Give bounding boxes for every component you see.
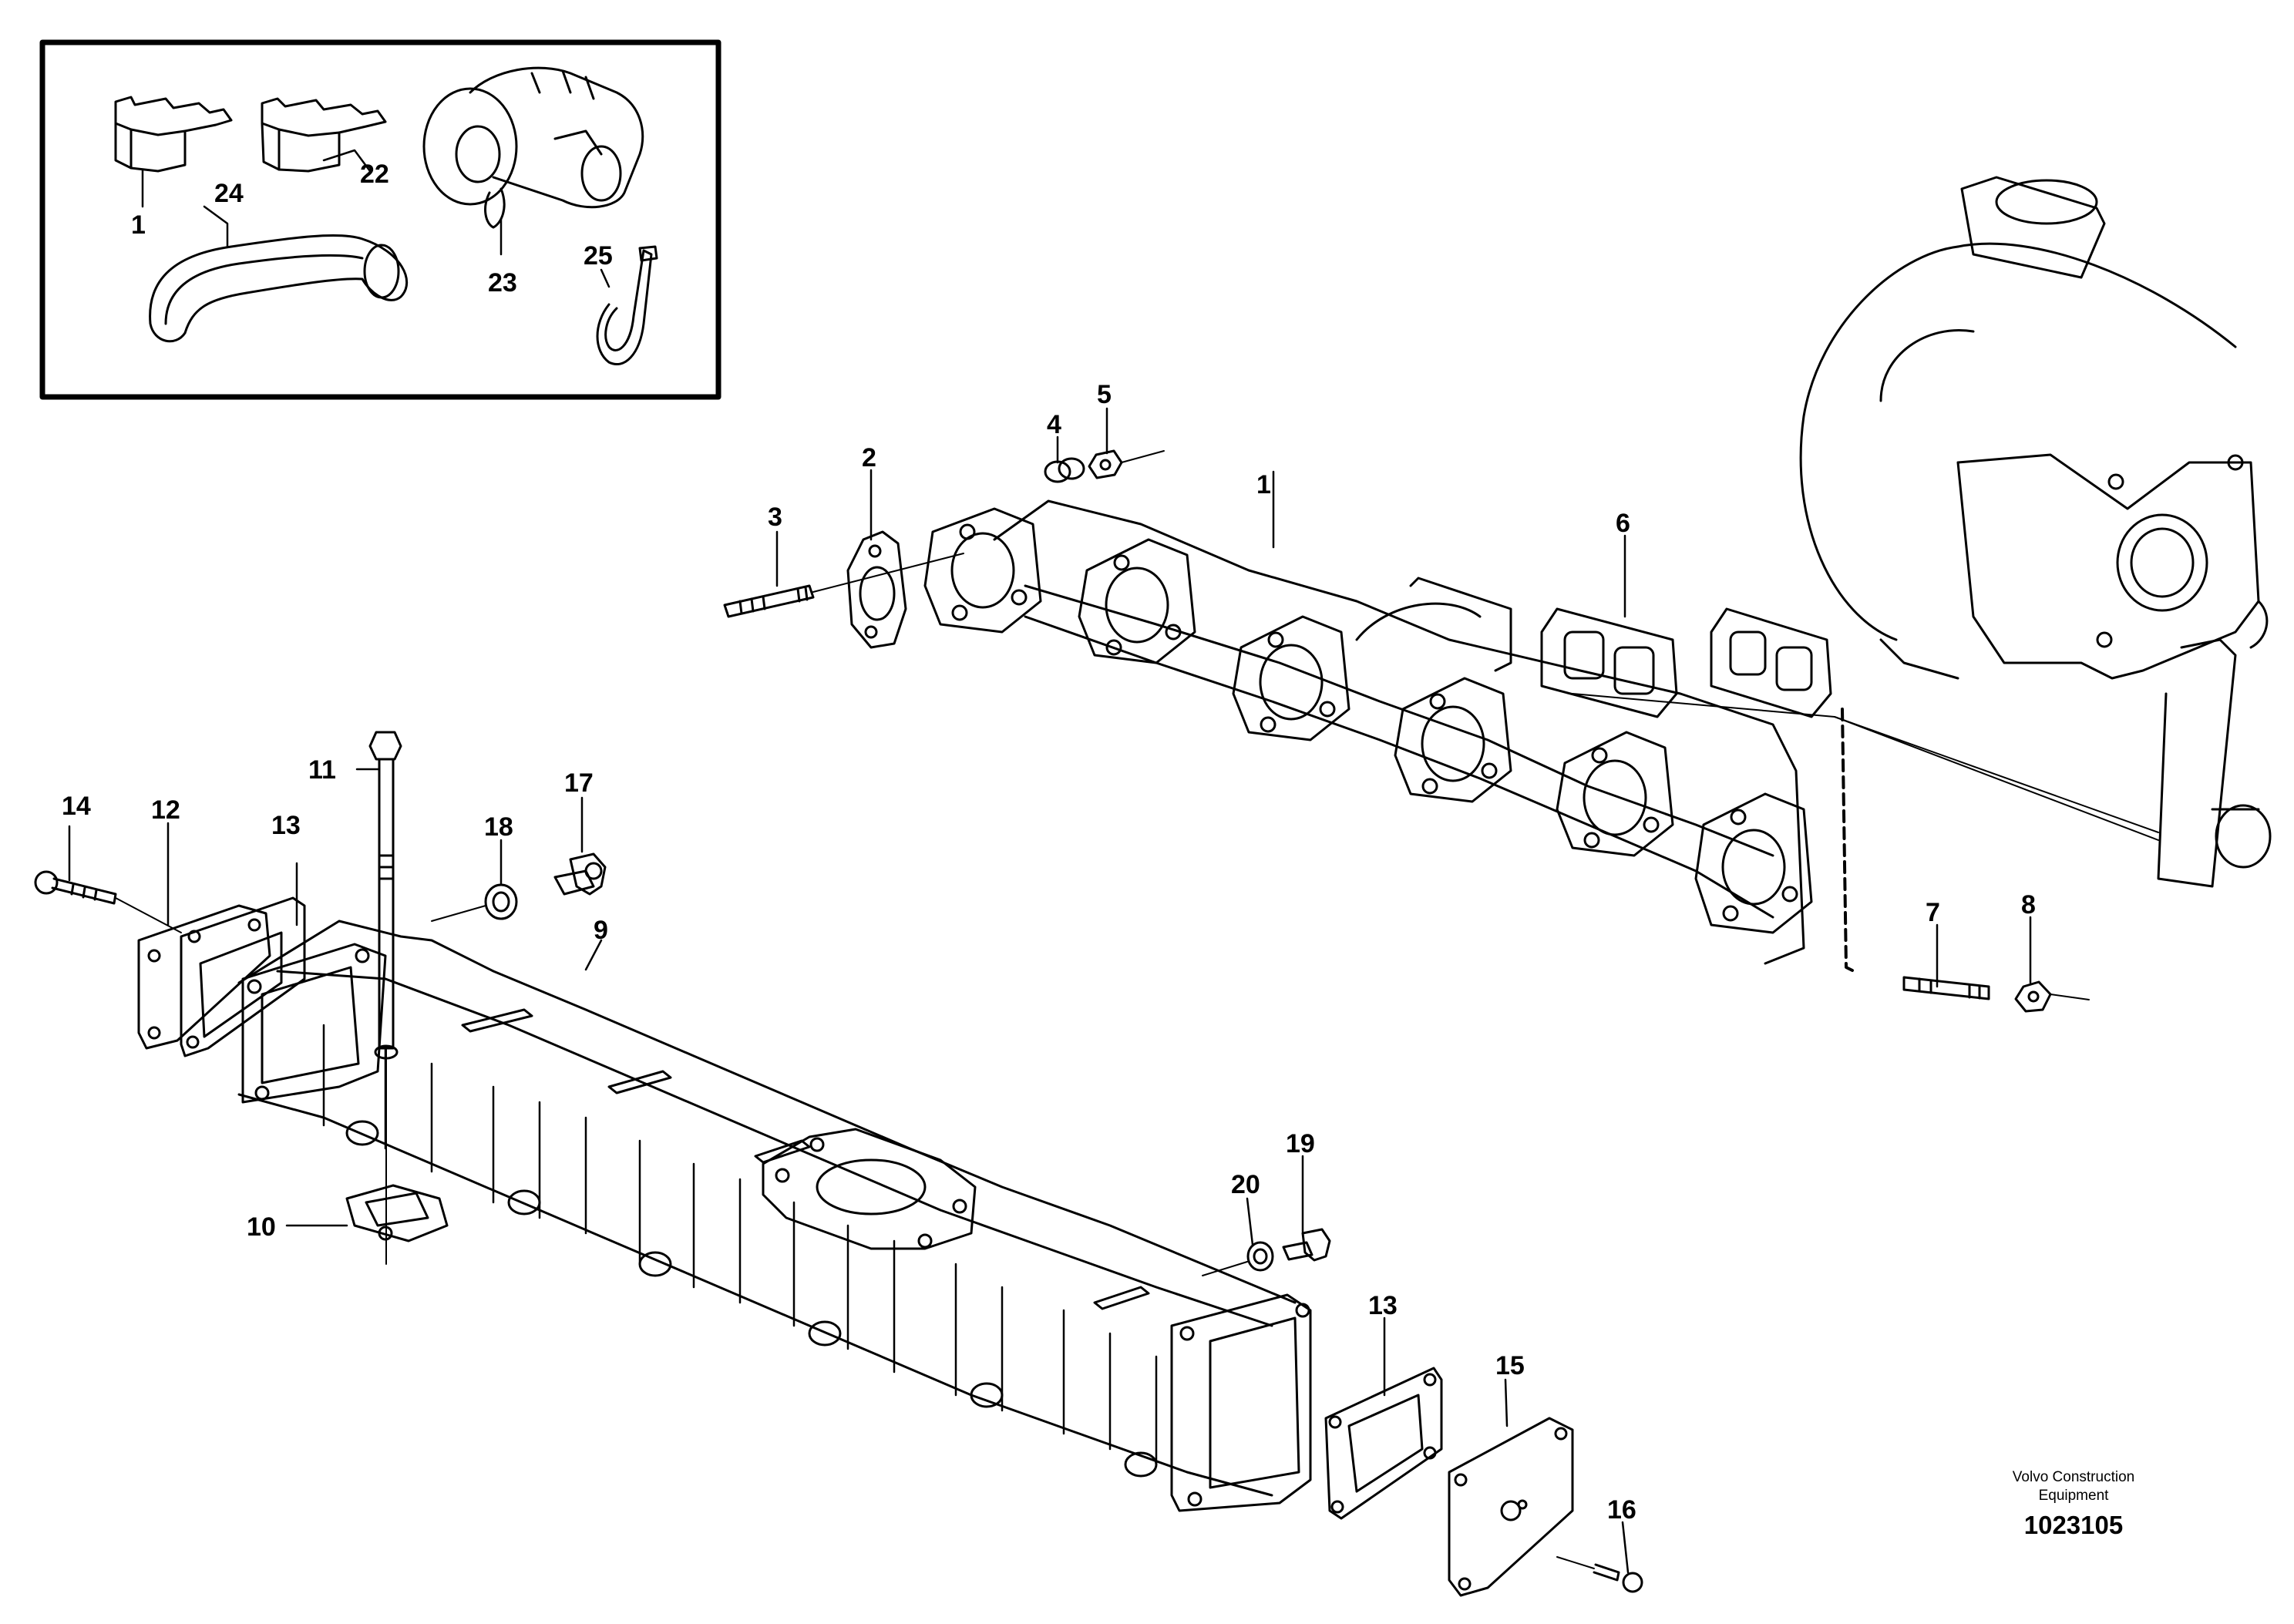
turbocharger [1799, 176, 2272, 888]
gasket-13-left [180, 896, 306, 1057]
callout-2: 2 [862, 443, 876, 472]
strap-25 [596, 245, 658, 365]
callout-20: 20 [1231, 1170, 1260, 1199]
credit-line-1: Volvo Construction [2012, 1469, 2135, 1485]
callout-19: 19 [1286, 1129, 1315, 1158]
callout-13-right: 13 [1368, 1291, 1398, 1320]
plug-19 [1282, 1228, 1331, 1262]
document-number: 1023105 [2023, 1511, 2124, 1539]
intake-manifold [237, 920, 1312, 1512]
washer-20 [1202, 1241, 1274, 1276]
callout-16: 16 [1607, 1495, 1636, 1525]
inset-box: 1 22 23 24 25 [39, 39, 722, 400]
cover-plate-12 [137, 904, 271, 1050]
callout-22: 22 [360, 160, 389, 189]
credit-line-2: Equipment [2038, 1488, 2109, 1504]
callout-4: 4 [1047, 410, 1061, 439]
callout-12: 12 [151, 795, 180, 825]
washer-18 [431, 883, 518, 922]
callout-14: 14 [62, 792, 91, 821]
callout-3: 3 [768, 503, 782, 532]
bolt-11 [368, 731, 402, 1265]
callout-23: 23 [488, 268, 517, 298]
filter-23 [422, 66, 644, 229]
callout-9: 9 [594, 916, 608, 945]
callout-21: 1 [131, 210, 146, 240]
gasket-6 [1540, 607, 1832, 718]
cover-plate-15 [1448, 1417, 1574, 1597]
callout-5: 5 [1097, 380, 1112, 409]
callout-1: 1 [1256, 470, 1271, 499]
callout-8: 8 [2021, 890, 2036, 920]
callout-24: 24 [214, 179, 244, 208]
plug-17 [553, 852, 607, 896]
spacer-4 [1044, 457, 1085, 483]
callout-13-left: 13 [271, 811, 301, 840]
bolt-14 [34, 870, 182, 933]
bracket-21 [114, 96, 233, 173]
callout-17: 17 [564, 768, 594, 798]
stud-3 [723, 553, 964, 618]
callout-10: 10 [247, 1212, 276, 1242]
callout-11: 11 [308, 755, 336, 785]
callout-18: 18 [484, 812, 513, 842]
bracket-22 [261, 97, 387, 173]
callout-25: 25 [584, 241, 613, 271]
publisher-credit: Volvo Construction Equipment [1958, 1468, 2189, 1505]
nut-5 [1088, 449, 1165, 479]
exhaust-manifold [923, 499, 1813, 965]
nut-8 [2014, 980, 2090, 1013]
callout-6: 6 [1616, 509, 1630, 538]
callout-7: 7 [1926, 898, 1940, 927]
callout-15: 15 [1495, 1351, 1525, 1380]
bolt-16 [1556, 1556, 1643, 1593]
hose-24 [149, 234, 409, 343]
stud-7 [1902, 976, 1990, 1000]
gasket-2 [846, 530, 907, 649]
gasket-13-right [1324, 1367, 1443, 1520]
gasket-10 [345, 1184, 449, 1242]
